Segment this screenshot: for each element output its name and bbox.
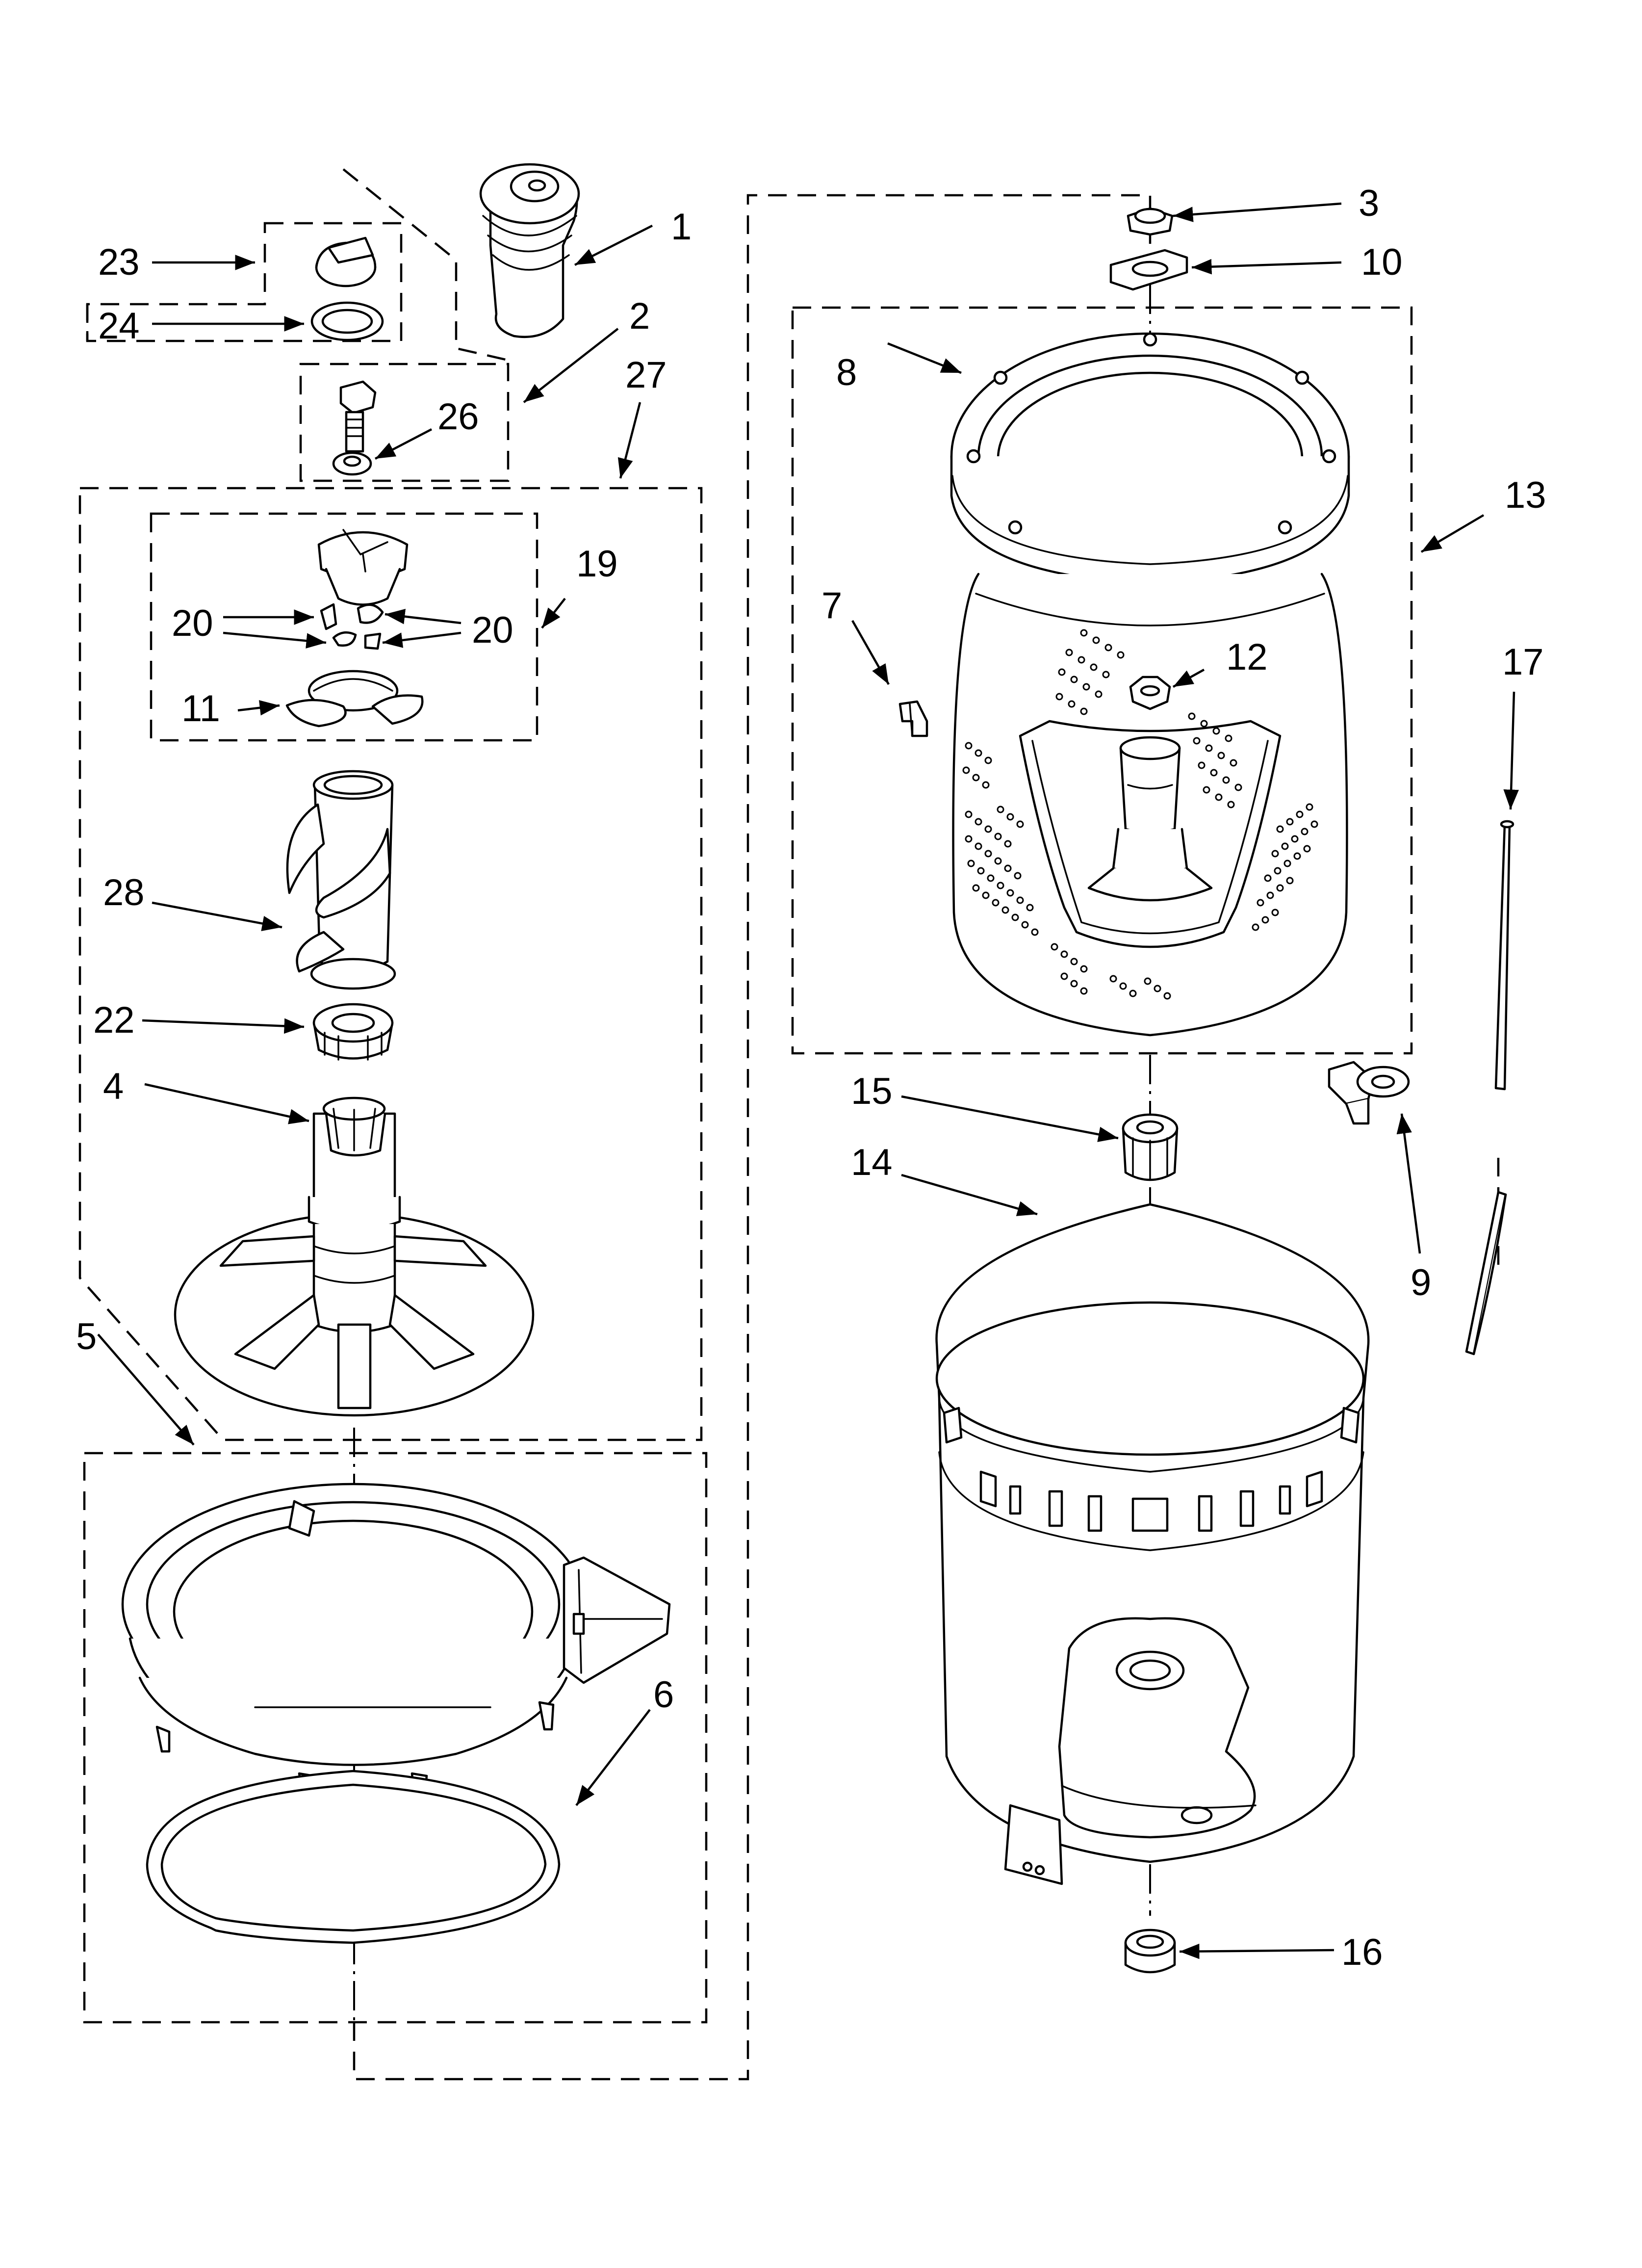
callout-24: 24 [98,305,140,347]
callout-23: 23 [98,241,140,283]
cap-part-23 [315,236,377,287]
callout-26: 26 [437,396,479,438]
group-box-27 [78,487,703,1441]
cam-part-19 [317,529,409,606]
group-box-19 [150,512,539,742]
tub-ring-part-5 [121,1483,671,1802]
callout-5: 5 [76,1316,97,1357]
callout-2: 2 [629,295,650,337]
nut-part-12 [1129,676,1171,710]
wash-basket [952,573,1348,1037]
leader-lines [97,202,1519,1959]
bracket-part-10 [1109,249,1188,291]
softener-dispenser-part-1 [479,163,580,339]
callout-17: 17 [1502,641,1544,683]
callout-9: 9 [1411,1262,1431,1303]
callout-22: 22 [93,999,135,1041]
group-box-5 [83,1452,708,2024]
tub-ribs [943,1407,1360,1532]
agitator-base-part-4 [174,1096,535,1417]
bearing-part-22 [312,1003,394,1061]
callout-11: 11 [181,688,220,730]
agitator-auger-part-28 [286,770,396,990]
bolt-part-2 [339,380,377,453]
callout-12: 12 [1226,636,1268,678]
callout-8: 8 [836,352,857,393]
callout-15: 15 [851,1070,893,1112]
callout-13: 13 [1505,474,1546,516]
callout-10: 10 [1361,241,1403,283]
callout-27: 27 [625,354,667,396]
clip-part-3 [1127,207,1174,236]
switch-part-9 [1328,1061,1410,1125]
callout-4: 4 [103,1066,124,1107]
cam-lower-part-11 [285,670,424,728]
group-box-2 [299,363,510,482]
group-link-1 [342,168,511,362]
callout-20b: 20 [472,609,513,651]
callout-19: 19 [576,543,618,585]
dogs-part-20 [320,603,384,650]
callout-1: 1 [671,206,692,248]
callout-16: 16 [1341,1931,1383,1973]
callout-6: 6 [653,1674,674,1716]
outer-tub-part-14 [935,1203,1370,1885]
group-outlines [78,168,1500,2081]
group-box-13 [791,306,1413,1055]
callout-3: 3 [1359,182,1379,224]
seal-part-16 [1124,1929,1176,1974]
callout-7: 7 [821,585,842,626]
hose-part-17 [1465,820,1514,1356]
drive-block-part-15 [1122,1113,1179,1181]
callouts: 1 2 3 4 5 6 7 8 9 10 11 12 13 14 15 16 1… [76,182,1546,1973]
callout-20a: 20 [172,602,213,644]
washer-part-26 [332,451,372,476]
basket-perforations [962,629,1318,1000]
snap-ring-part-6 [146,1770,561,1944]
balance-ring-part-8 [950,332,1350,585]
callout-28: 28 [103,872,145,913]
callout-14: 14 [851,1142,893,1183]
clip-part-7 [898,700,928,737]
o-ring-part-24 [310,301,384,341]
